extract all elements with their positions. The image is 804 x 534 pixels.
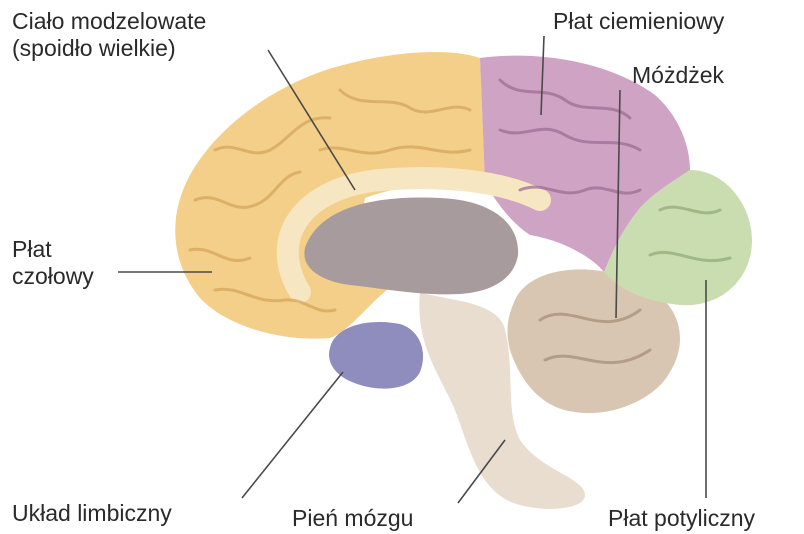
label-parietal-lobe: Płat ciemieniowy [553, 8, 724, 35]
label-corpus-callosum-line-2: (spoidło wielkie) [12, 35, 206, 62]
label-corpus-callosum: Ciało modzelowate (spoidło wielkie) [12, 8, 206, 62]
leader-limbic-system [242, 372, 343, 498]
label-frontal-lobe-line-1: Płat [12, 236, 94, 263]
label-frontal-lobe-line-2: czołowy [12, 263, 94, 290]
label-frontal-lobe: Płat czołowy [12, 236, 94, 290]
label-occipital-lobe: Płat potyliczny [608, 505, 755, 532]
label-corpus-callosum-line-1: Ciało modzelowate [12, 8, 206, 35]
label-cerebellum: Móżdżek [632, 62, 724, 89]
label-limbic-system: Układ limbiczny [12, 500, 172, 527]
limbic-system [329, 322, 423, 389]
label-brain-stem: Pień mózgu [292, 505, 413, 532]
